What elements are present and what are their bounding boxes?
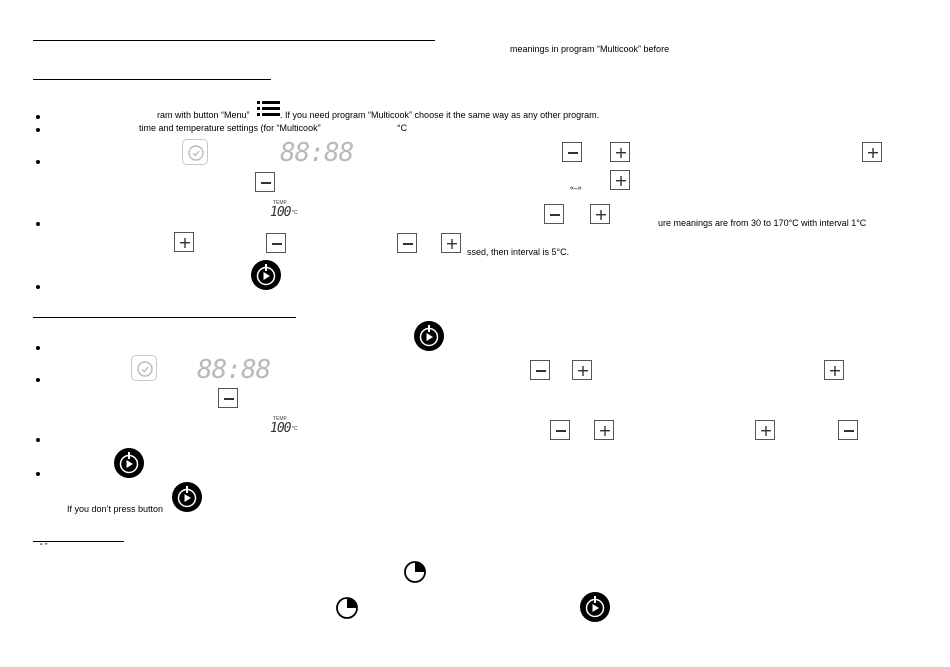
plus-button[interactable] — [610, 170, 630, 190]
bullet — [36, 285, 40, 289]
section1-heading-rule — [33, 79, 271, 80]
interval-text: ssed, then interval is 5°C. — [467, 247, 570, 257]
plus-button[interactable] — [862, 142, 882, 162]
minus-button[interactable] — [530, 360, 550, 380]
temp-label: TEMP. — [273, 416, 288, 422]
bullet — [36, 128, 40, 132]
minus-button[interactable] — [255, 172, 275, 192]
start-button[interactable] — [580, 592, 610, 622]
quarter-circle-icon — [335, 596, 359, 620]
quarter-circle-icon — [403, 560, 427, 584]
start-button[interactable] — [251, 260, 281, 290]
plus-button[interactable] — [441, 233, 461, 253]
section2-heading-rule — [33, 317, 296, 318]
settings-unit: °C — [397, 123, 408, 133]
minus-button[interactable] — [266, 233, 286, 253]
footnote-rule — [33, 541, 124, 542]
bullet — [36, 222, 40, 226]
plus-button[interactable] — [572, 360, 592, 380]
bullet — [36, 472, 40, 476]
start-button[interactable] — [114, 448, 144, 478]
start-button[interactable] — [172, 482, 202, 512]
temp-label: TEMP. — [273, 200, 288, 206]
minus-button[interactable] — [550, 420, 570, 440]
plus-button[interactable] — [594, 420, 614, 440]
bullet — [36, 378, 40, 382]
plus-button[interactable] — [824, 360, 844, 380]
minus-button[interactable] — [544, 204, 564, 224]
minus-button[interactable] — [397, 233, 417, 253]
clock-icon[interactable] — [182, 139, 208, 165]
time-display: 88:88 — [197, 355, 271, 385]
temp-value: 100 — [270, 205, 292, 220]
temperature-display: TEMP. 100 °C — [270, 416, 310, 440]
bullet — [36, 346, 40, 350]
minus-button[interactable] — [838, 420, 858, 440]
temperature-range-text: ure meanings are from 30 to 170°C with i… — [658, 218, 867, 228]
plus-button[interactable] — [590, 204, 610, 224]
temp-unit: °C — [292, 210, 298, 216]
footnote-quotes: “ ” — [40, 542, 48, 551]
bullet — [36, 115, 40, 119]
plus-button[interactable] — [174, 232, 194, 252]
menu-instruction-left: ram with button “Menu” — [157, 110, 250, 120]
start-button[interactable] — [414, 321, 444, 351]
dont-press-text: If you don’t press button — [67, 504, 164, 514]
bullet — [36, 160, 40, 164]
minus-button[interactable] — [562, 142, 582, 162]
arrows-label: «–» — [570, 185, 582, 192]
top-note: meanings in program “Multicook” before — [510, 44, 670, 54]
plus-button[interactable] — [755, 420, 775, 440]
menu-instruction-right: . If you need program “Multicook” choose… — [280, 110, 600, 120]
temperature-display: TEMP. 100 °C — [270, 200, 310, 224]
time-display: 88:88 — [280, 138, 354, 168]
temp-unit: °C — [292, 426, 298, 432]
top-rule — [33, 40, 435, 41]
minus-button[interactable] — [218, 388, 238, 408]
plus-button[interactable] — [610, 142, 630, 162]
temp-value: 100 — [270, 421, 292, 436]
bullet — [36, 438, 40, 442]
menu-lines-icon[interactable] — [257, 100, 280, 118]
settings-instruction: time and temperature settings (for “Mult… — [139, 123, 321, 133]
clock-icon[interactable] — [131, 355, 157, 381]
